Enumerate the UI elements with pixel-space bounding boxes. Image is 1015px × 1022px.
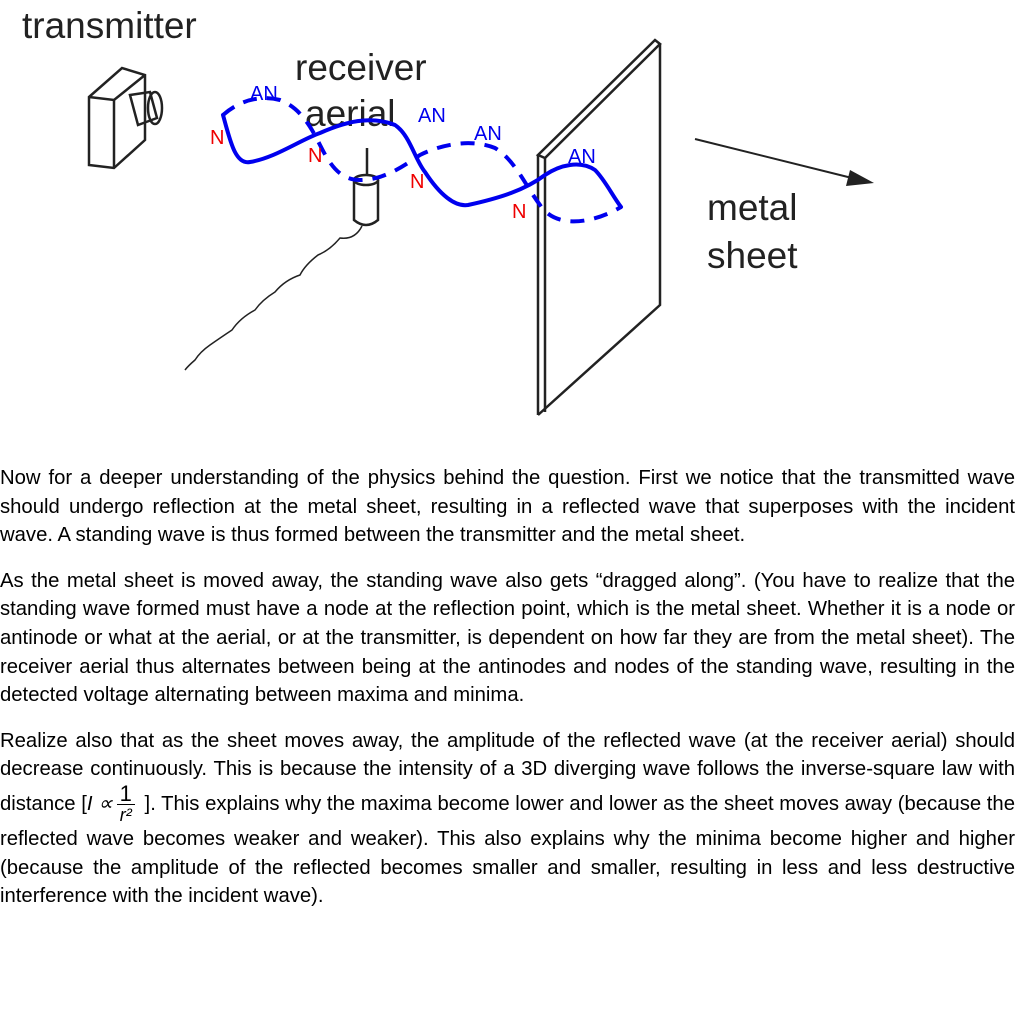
node-label: N — [410, 171, 424, 193]
receiver-label: receiver — [295, 47, 427, 88]
formula-lhs: I ∝ — [86, 792, 113, 815]
paragraph-text: ]. This explains why the maxima become l… — [0, 792, 1015, 908]
paragraph: Realize also that as the sheet moves awa… — [0, 727, 1015, 911]
receiver-aerial-icon — [184, 148, 380, 371]
antinode-label: AN — [418, 105, 446, 127]
transmitter-icon — [87, 66, 164, 170]
node-label: N — [512, 201, 526, 223]
aerial-label: aerial — [305, 93, 396, 134]
incident-wave — [221, 113, 623, 209]
paragraph-text: Realize also that as the sheet moves awa… — [0, 729, 1015, 815]
arrow-icon — [694, 138, 874, 186]
explanation-text: Now for a deeper understanding of the ph… — [0, 464, 1015, 928]
node-label: N — [210, 127, 224, 149]
paragraph: Now for a deeper understanding of the ph… — [0, 467, 1015, 547]
standing-wave-diagram: transmitter receiver aerial metal sheet … — [22, 5, 874, 416]
paragraph: As the metal sheet is moved away, the st… — [0, 569, 1015, 707]
formula-denominator: r² — [119, 804, 132, 825]
antinode-label: AN — [250, 83, 278, 105]
formula-numerator: 1 — [116, 782, 135, 805]
antinode-label: AN — [474, 123, 502, 145]
metal-label: metal — [707, 187, 797, 228]
reflected-wave — [221, 96, 623, 224]
antinode-label: AN — [568, 146, 596, 168]
sheet-label: sheet — [707, 235, 798, 276]
metal-sheet-icon — [535, 38, 662, 416]
transmitter-label: transmitter — [22, 5, 197, 46]
node-label: N — [308, 145, 322, 167]
